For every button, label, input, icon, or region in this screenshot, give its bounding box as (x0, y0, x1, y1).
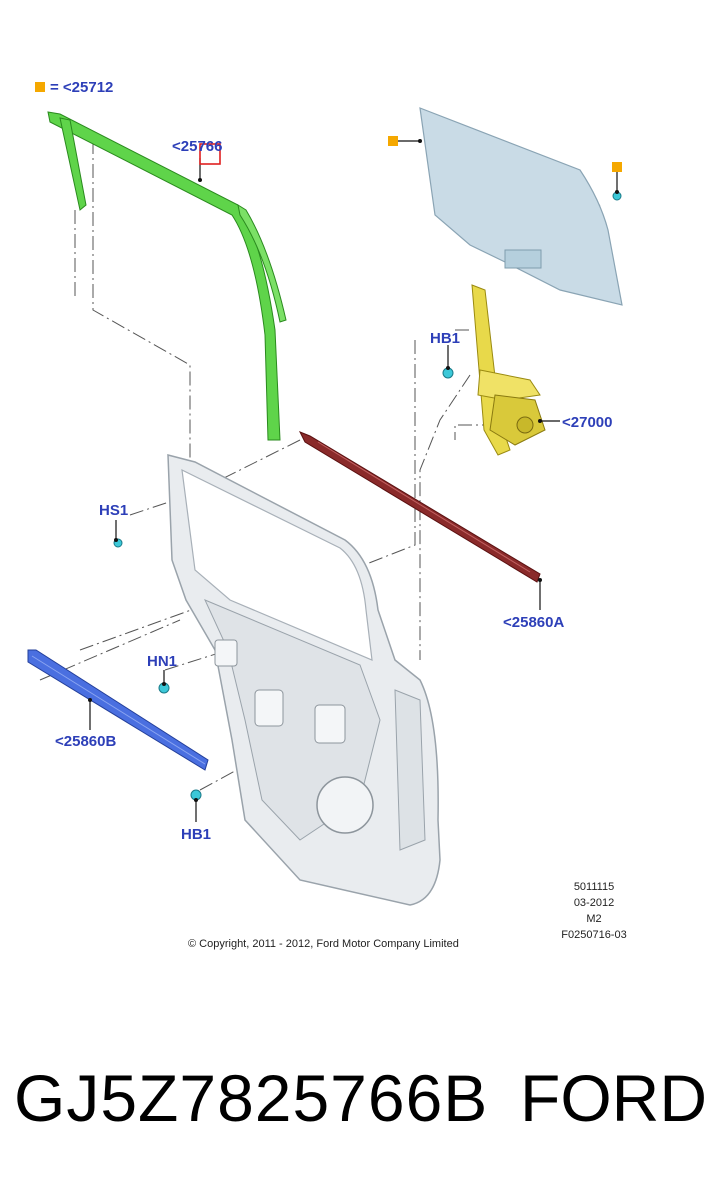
callout-belt-weatherstrip: <25860A (503, 614, 564, 631)
brand-name: FORD (520, 1061, 707, 1135)
part-caption: GJ5Z7825766B FORD (0, 1060, 708, 1160)
glass-run-channel (47, 111, 287, 441)
ref-number: 5011115 (574, 881, 614, 893)
legend-marker (35, 82, 45, 92)
callout-window-regulator: <27000 (562, 414, 612, 431)
revision: M2 (586, 913, 601, 925)
glass-marker (388, 136, 398, 146)
figure-id: F0250716-03 (561, 929, 626, 941)
copyright: © Copyright, 2011 - 2012, Ford Motor Com… (188, 938, 459, 950)
exploded-door-diagram: = <25712 <25766 <27000 <25860A <25860B H… (27, 79, 627, 950)
legend-text: = <25712 (50, 79, 113, 96)
callout-hn1: HN1 (147, 653, 177, 670)
part-number: GJ5Z7825766B (14, 1061, 489, 1135)
illustration-date: 03-2012 (574, 897, 614, 909)
callout-lower-weatherstrip: <25860B (55, 733, 116, 750)
leader-lines (88, 139, 619, 822)
clip-marker (612, 162, 622, 172)
window-glass (419, 107, 623, 306)
lower-weatherstrip (27, 649, 209, 771)
target-highlight-box (199, 143, 221, 165)
belt-weatherstrip (298, 431, 541, 583)
callout-hb1-upper: HB1 (430, 330, 460, 347)
door-inner-panel (167, 454, 441, 906)
callout-glass-run: <25766 (172, 138, 222, 155)
callout-hb1-lower: HB1 (181, 826, 211, 843)
callout-hs1: HS1 (99, 502, 128, 519)
window-regulator (471, 284, 546, 456)
